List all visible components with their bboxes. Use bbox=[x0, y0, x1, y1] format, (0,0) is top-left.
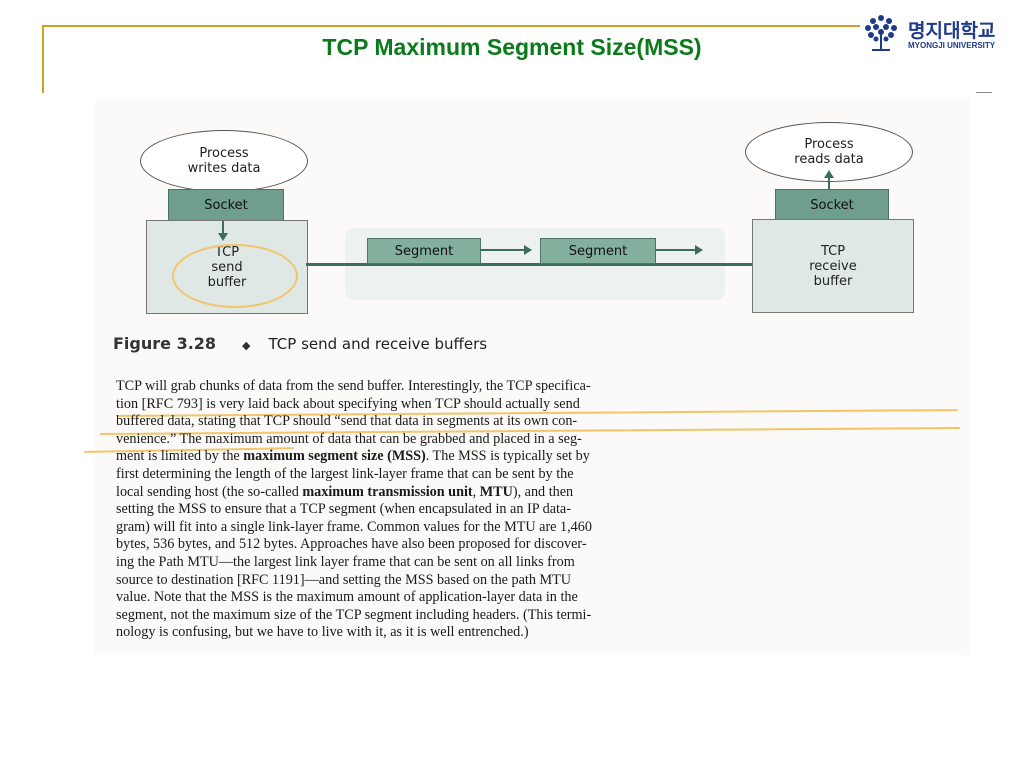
text-run: setting the MSS to ensure that a TCP seg… bbox=[116, 501, 571, 518]
text-run: first determining the length of the larg… bbox=[116, 465, 574, 482]
receiver-up-arrow-line bbox=[828, 178, 830, 190]
decorative-dash bbox=[976, 92, 992, 93]
body-text-line: bytes, 536 bytes, and 512 bytes. Approac… bbox=[116, 536, 956, 554]
hand-drawn-highlight-circle bbox=[172, 244, 298, 308]
body-paragraph: TCP will grab chunks of data from the se… bbox=[116, 378, 956, 642]
caption-diamond-icon: ◆ bbox=[242, 339, 251, 352]
body-text-line: nology is confusing, but we have to live… bbox=[116, 624, 956, 642]
segment-box-1: Segment bbox=[367, 238, 481, 264]
slide-frame-top-line bbox=[42, 25, 860, 27]
sender-down-arrowhead bbox=[218, 233, 228, 241]
text-run: venience.” The maximum amount of data th… bbox=[116, 430, 582, 447]
body-text-line: ing the Path MTU—the largest link layer … bbox=[116, 554, 956, 572]
segment-box-2: Segment bbox=[540, 238, 656, 264]
text-run: gram) will fit into a single link-layer … bbox=[116, 518, 592, 535]
text-run: local sending host (the so-called bbox=[116, 483, 303, 500]
university-logo: 명지대학교 MYONGJI UNIVERSITY bbox=[858, 10, 1020, 56]
body-text-line: value. Note that the MSS is the maximum … bbox=[116, 589, 956, 607]
receiver-socket: Socket bbox=[775, 189, 889, 221]
receiver-up-arrowhead bbox=[824, 170, 834, 178]
text-run: , bbox=[472, 483, 480, 500]
text-run: tion [RFC 793] is very laid back about s… bbox=[116, 395, 580, 412]
text-run: ing the Path MTU—the largest link layer … bbox=[116, 553, 575, 570]
logo-english-text: MYONGJI UNIVERSITY bbox=[908, 41, 996, 50]
text-run: . The MSS is typically set by bbox=[425, 448, 590, 465]
body-text-line: venience.” The maximum amount of data th… bbox=[116, 431, 956, 449]
text-run: source to destination [RFC 1191]—and set… bbox=[116, 571, 572, 588]
body-text-line: buffered data, stating that TCP should “… bbox=[116, 413, 956, 431]
bold-term: maximum transmission unit bbox=[302, 483, 473, 500]
sender-socket: Socket bbox=[168, 189, 284, 222]
text-run: ment is limited by the bbox=[116, 448, 244, 465]
text-run: nology is confusing, but we have to live… bbox=[116, 624, 529, 641]
body-text-line: TCP will grab chunks of data from the se… bbox=[116, 378, 956, 396]
connection-line bbox=[306, 263, 752, 266]
body-text-line: first determining the length of the larg… bbox=[116, 466, 956, 484]
text-run: value. Note that the MSS is the maximum … bbox=[116, 589, 578, 606]
sender-process-ellipse: Process writes data bbox=[140, 130, 308, 192]
bold-term: maximum segment size (MSS) bbox=[243, 448, 426, 465]
slide-title: TCP Maximum Segment Size(MSS) bbox=[322, 34, 702, 60]
text-run: segment, not the maximum size of the TCP… bbox=[116, 606, 592, 623]
figure-caption-label: Figure 3.28 bbox=[113, 334, 217, 353]
body-text-line: setting the MSS to ensure that a TCP seg… bbox=[116, 501, 956, 519]
figure-caption-text: TCP send and receive buffers bbox=[268, 335, 488, 353]
body-text-line: tion [RFC 793] is very laid back about s… bbox=[116, 396, 956, 414]
sender-down-arrow-line bbox=[222, 221, 224, 233]
figure-caption: Figure 3.28 ◆ TCP send and receive buffers bbox=[113, 334, 813, 358]
text-run: ), and then bbox=[512, 483, 574, 500]
segment-arrow-1-head bbox=[524, 245, 532, 255]
slide-frame-left-line bbox=[42, 25, 44, 93]
bold-term: MTU bbox=[479, 483, 513, 500]
body-text-line: source to destination [RFC 1191]—and set… bbox=[116, 572, 956, 590]
logo-korean-text: 명지대학교 bbox=[908, 20, 996, 42]
segment-arrow-2-head bbox=[695, 245, 703, 255]
text-run: buffered data, stating that TCP should “… bbox=[116, 413, 578, 430]
body-text-line: gram) will fit into a single link-layer … bbox=[116, 519, 956, 537]
segment-arrow-1-line bbox=[480, 249, 524, 251]
segment-arrow-2-line bbox=[655, 249, 695, 251]
text-run: bytes, 536 bytes, and 512 bytes. Approac… bbox=[116, 536, 587, 553]
body-text-line: local sending host (the so-called maximu… bbox=[116, 484, 956, 502]
receiver-tcp-buffer: TCP receive buffer bbox=[752, 219, 914, 313]
university-emblem-icon bbox=[865, 15, 897, 51]
body-text-line: ment is limited by the maximum segment s… bbox=[116, 448, 956, 466]
body-text-line: segment, not the maximum size of the TCP… bbox=[116, 607, 956, 625]
text-run: TCP will grab chunks of data from the se… bbox=[116, 378, 591, 394]
